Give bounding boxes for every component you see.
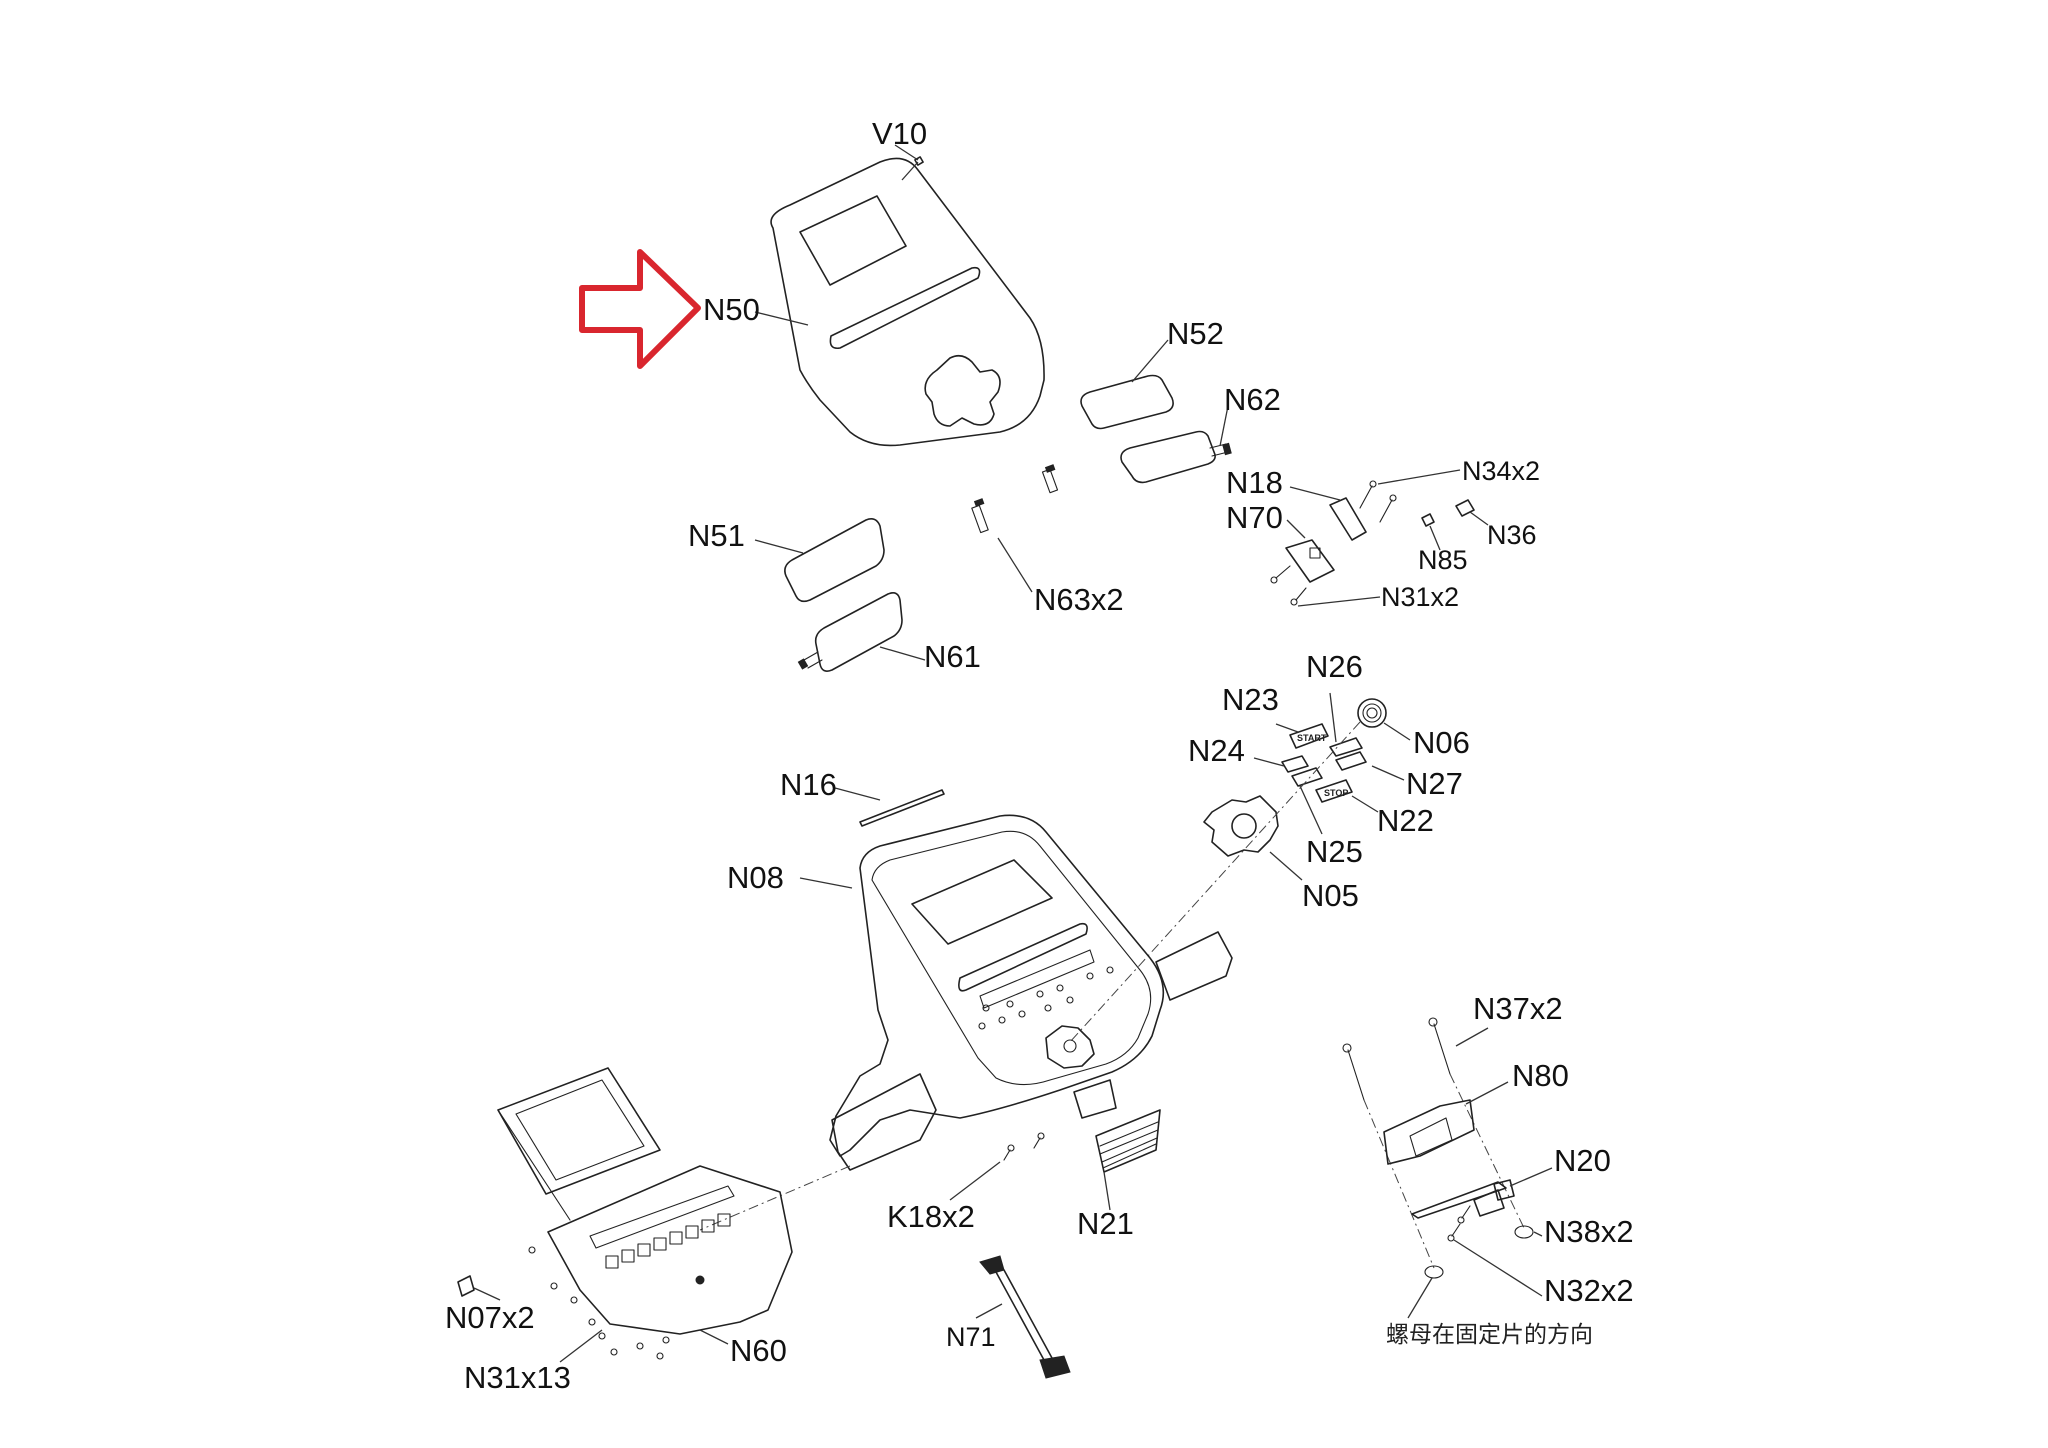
label-n05: N05 (1302, 878, 1359, 913)
part-v10 (914, 156, 924, 166)
part-n52 (1080, 374, 1174, 430)
label-n38x2: N38x2 (1544, 1214, 1634, 1249)
label-n31x2: N31x2 (1381, 582, 1460, 612)
label-k18x2: K18x2 (887, 1199, 975, 1234)
label-n70: N70 (1226, 500, 1283, 535)
part-n63 (971, 464, 1059, 534)
part-n60 (547, 1165, 793, 1335)
part-lcd-frame (497, 1067, 661, 1221)
part-n50-overlay (770, 157, 1045, 447)
label-n71: N71 (946, 1322, 996, 1352)
start-key-label: START (1297, 733, 1327, 743)
part-n34-screws (1359, 480, 1397, 523)
label-n62: N62 (1224, 382, 1281, 417)
part-n51 (784, 518, 885, 603)
part-n37-bolts (1342, 1017, 1451, 1101)
label-n07x2: N07x2 (445, 1300, 535, 1335)
part-n71 (979, 1255, 1071, 1379)
label-n21: N21 (1077, 1206, 1134, 1241)
label-n22: N22 (1377, 803, 1434, 838)
label-n52: N52 (1167, 316, 1224, 351)
label-n24: N24 (1188, 733, 1245, 768)
part-n31-screws-board (528, 1246, 670, 1360)
label-n06: N06 (1413, 725, 1470, 760)
label-n31x13: N31x13 (464, 1360, 571, 1395)
part-n62 (1120, 430, 1216, 484)
part-n36 (1455, 499, 1475, 517)
nut-orientation-note: 螺母在固定片的方向 (1386, 1322, 1593, 1348)
stop-key-label: STOP (1324, 788, 1348, 798)
label-n32x2: N32x2 (1544, 1273, 1634, 1308)
label-n50: N50 (703, 292, 760, 327)
part-n18 (1329, 497, 1367, 541)
part-n20 (1411, 1179, 1515, 1219)
part-n70 (1285, 539, 1335, 583)
part-n32-screws (1447, 1205, 1471, 1242)
part-n61 (814, 592, 903, 672)
part-n31-screws-top (1270, 565, 1307, 606)
part-n38-washers (1424, 1225, 1534, 1279)
label-n63x2: N63x2 (1034, 582, 1124, 617)
label-n36: N36 (1487, 520, 1537, 550)
part-n08 (829, 814, 1233, 1171)
label-n60: N60 (730, 1333, 787, 1368)
label-n16: N16 (780, 767, 837, 802)
part-n80 (1383, 1099, 1475, 1165)
label-n51: N51 (688, 518, 745, 553)
label-n61: N61 (924, 639, 981, 674)
label-n34x2: N34x2 (1462, 456, 1541, 486)
part-n07 (457, 1275, 475, 1297)
part-n16 (859, 789, 945, 827)
highlight-arrow-icon (579, 249, 701, 369)
part-key-cluster: START STOP (1203, 698, 1387, 857)
label-n18: N18 (1226, 465, 1283, 500)
label-n37x2: N37x2 (1473, 991, 1563, 1026)
label-v10: V10 (872, 116, 928, 151)
part-k18-screws (1003, 1132, 1045, 1161)
label-n08: N08 (727, 860, 784, 895)
label-n25: N25 (1306, 834, 1363, 869)
label-n26: N26 (1306, 649, 1363, 684)
part-n85 (1421, 513, 1435, 527)
label-n27: N27 (1406, 766, 1463, 801)
label-n20: N20 (1554, 1143, 1611, 1178)
label-n85: N85 (1418, 545, 1468, 575)
part-n21 (1095, 1109, 1161, 1173)
label-n80: N80 (1512, 1058, 1569, 1093)
label-n23: N23 (1222, 682, 1279, 717)
